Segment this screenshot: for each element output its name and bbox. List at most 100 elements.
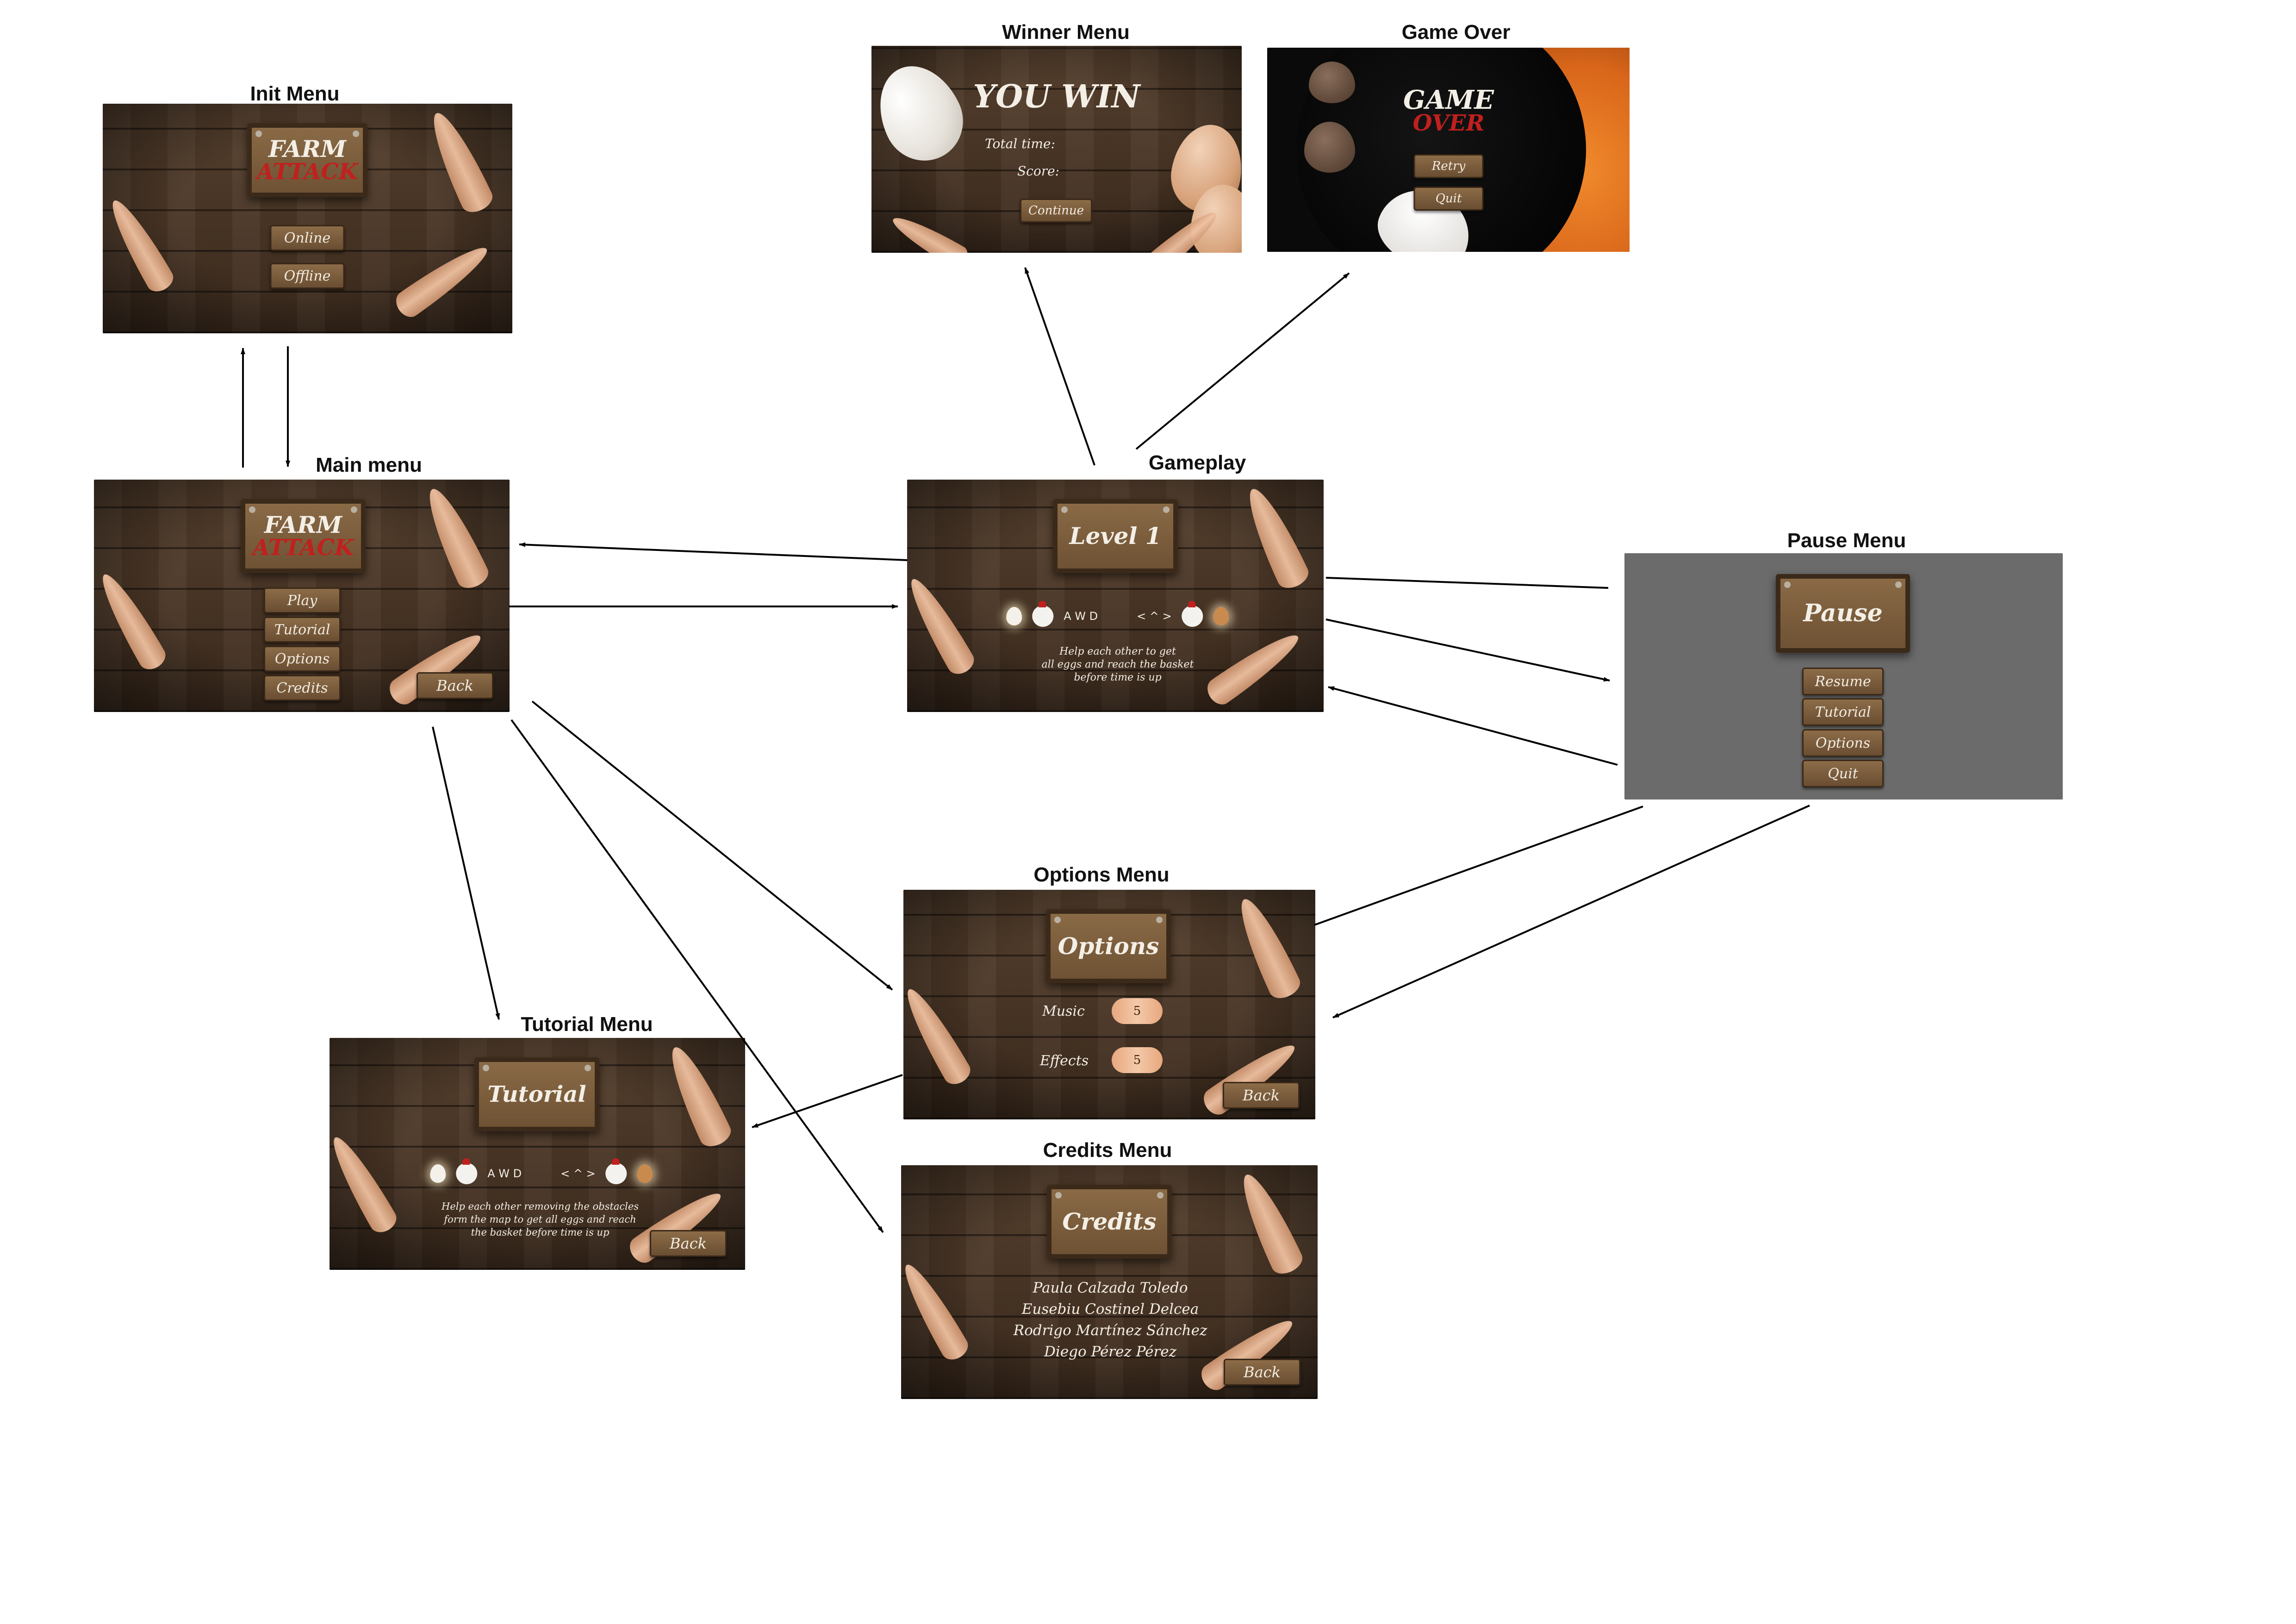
credits-sign: Credits [1047,1185,1172,1259]
offline-button[interactable]: Offline [270,263,345,289]
egg-icon [637,1164,653,1183]
help-text: Help each other to get all eggs and reac… [1042,645,1194,684]
game-over-title: Game Over [1401,21,1511,44]
arrow-main-to-options [531,700,893,991]
credits-names: Paula Calzada Toledo Eusebiu Costinel De… [1014,1277,1207,1362]
chicken-icon [1032,601,1054,627]
egg-icon [1304,122,1355,173]
tutorial-button[interactable]: Tutorial [264,617,341,643]
winner-menu-title: Winner Menu [1002,21,1130,44]
tutorial-button[interactable]: Tutorial [1802,698,1884,726]
help-line: all eggs and reach the basket [1041,659,1194,670]
effects-stepper[interactable]: 5 [1112,1047,1163,1073]
arrow-main-to-credits [510,719,884,1233]
farm-attack-logo: FARM ATTACK [247,123,367,197]
you-win-heading: YOU WIN [973,78,1140,115]
back-button[interactable]: Back [1223,1082,1300,1109]
level-sign: Level 1 [1053,499,1178,573]
credits-menu-title: Credits Menu [1043,1139,1172,1162]
game-over-heading-line2: OVER [1412,110,1485,136]
arrow-pause-to-options-line [1314,806,1643,926]
options-button[interactable]: Options [1802,729,1884,757]
tutorial-sign: Tutorial [474,1057,599,1131]
keys-player-2: < ^ > [1137,610,1172,623]
back-button[interactable]: Back [417,672,493,699]
back-button[interactable]: Back [1224,1359,1300,1386]
effects-value: 5 [1133,1053,1141,1067]
credits-label: Credits [1062,1208,1157,1235]
game-over-heading-line1: GAME [1403,85,1494,115]
credits-menu-screen: Credits Paula Calzada Toledo Eusebiu Cos… [901,1165,1318,1399]
help-line: the basket before time is up [471,1227,610,1238]
options-menu-screen: Options Music 5 Effects 5 Back [903,890,1315,1119]
init-menu-title: Init Menu [250,82,340,105]
music-stepper[interactable]: 5 [1112,998,1163,1024]
init-menu-screen: FARM ATTACK Online Offline [103,104,512,333]
play-button[interactable]: Play [264,587,341,613]
music-value: 5 [1133,1004,1141,1018]
credit-name: Paula Calzada Toledo [1033,1280,1188,1296]
total-time-label: Total time: [985,136,1055,151]
main-menu-screen: FARM ATTACK Play Tutorial Options Credit… [94,480,510,712]
help-line: form the map to get all eggs and reach [444,1214,636,1225]
online-button[interactable]: Online [270,225,345,251]
options-button[interactable]: Options [264,646,341,672]
egg-icon [1006,607,1022,625]
help-line: Help each other to get [1059,646,1176,657]
arrow-gameplay-pause-link [1325,577,1609,589]
pause-menu-title: Pause Menu [1787,529,1906,552]
help-line: Help each other removing the obstacles [441,1201,639,1212]
score-label: Score: [1017,163,1060,179]
help-text: Help each other removing the obstacles f… [442,1200,639,1239]
arrow-gameplay-to-pause [1325,618,1610,682]
keys-player-1: A W D [487,1167,522,1180]
farm-attack-logo: FARM ATTACK [241,499,366,573]
arrow-pause-to-options [1332,805,1810,1018]
arrow-options-to-tutorial [752,1074,903,1128]
keys-player-1: A W D [1064,610,1098,623]
credit-name: Eusebiu Costinel Delcea [1021,1301,1199,1318]
continue-button[interactable]: Continue [1020,199,1092,223]
tutorial-label: Tutorial [487,1081,586,1107]
keys-player-2: < ^ > [560,1167,596,1180]
resume-button[interactable]: Resume [1802,668,1884,695]
logo-line-1: FARM [264,511,342,538]
credit-name: Diego Pérez Pérez [1044,1343,1176,1360]
quit-button[interactable]: Quit [1802,760,1884,787]
winner-menu-screen: YOU WIN Total time: Score: Continue [871,46,1242,253]
arrow-main-to-tutorial [432,726,500,1020]
retry-button[interactable]: Retry [1413,154,1484,178]
options-label: Options [1058,932,1159,960]
help-line: before time is up [1074,672,1162,683]
back-button[interactable]: Back [650,1230,727,1257]
credits-button[interactable]: Credits [264,675,341,701]
credit-name: Rodrigo Martínez Sánchez [1013,1322,1207,1339]
music-label: Music [1042,1003,1085,1019]
arrow-pause-to-gameplay [1328,686,1618,766]
logo-line-1: FARM [268,135,347,162]
tutorial-menu-screen: Tutorial A W D < ^ > Help each other rem… [330,1038,745,1270]
gameplay-title: Gameplay [1148,451,1246,474]
arrow-gameplay-to-gameover [1135,272,1350,450]
options-menu-title: Options Menu [1033,863,1170,886]
pause-label: Pause [1803,599,1883,627]
controls-hint: A W D < ^ > [1006,601,1229,627]
quit-button[interactable]: Quit [1413,187,1484,211]
gameplay-screen: Level 1 A W D < ^ > Help each other to g… [907,480,1324,712]
level-label: Level 1 [1069,522,1162,550]
effects-label: Effects [1040,1053,1089,1069]
logo-line-2: ATTACK [252,535,354,561]
tutorial-menu-title: Tutorial Menu [521,1013,653,1036]
pause-menu-screen: Pause Resume Tutorial Options Quit [1624,553,2063,800]
options-sign: Options [1046,909,1171,983]
arrow-gameplay-to-main [519,542,908,561]
egg-icon [1309,62,1355,103]
egg-icon [1213,607,1229,625]
chicken-icon [605,1158,627,1184]
pause-sign: Pause [1776,574,1910,653]
controls-hint: A W D < ^ > [430,1158,653,1184]
chicken-icon [1182,601,1203,627]
logo-line-2: ATTACK [256,159,358,185]
